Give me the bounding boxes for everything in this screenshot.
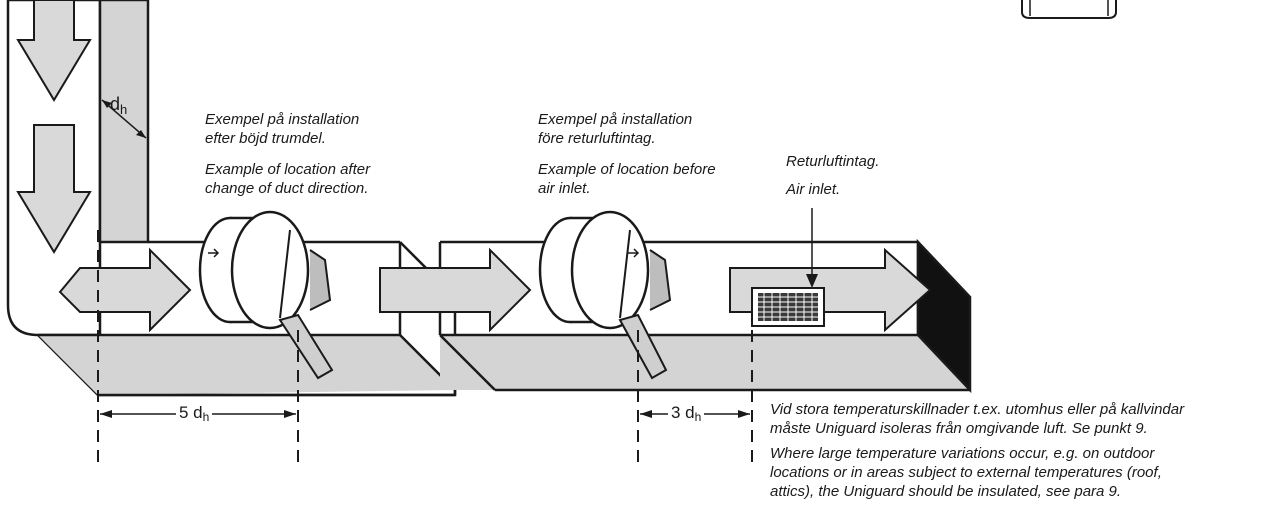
dimension-label-5dh: 5 dh xyxy=(176,403,213,427)
duct-diameter-label: dh xyxy=(110,94,128,117)
right-arrow-icon xyxy=(379,247,532,333)
partial-device-icon xyxy=(1021,0,1117,19)
caption-before-inlet-en: Example of location before air inlet. xyxy=(538,161,716,197)
duct-outlet xyxy=(916,238,972,394)
caption-bend-sv: Exempel på installation efter böjd trumd… xyxy=(205,111,360,147)
note-insulation-en: Where large temperature variations occur… xyxy=(770,445,1162,500)
down-arrow-icon xyxy=(16,0,92,102)
down-arrow-icon xyxy=(16,124,92,254)
dh-measure-line xyxy=(101,99,147,139)
uniguard-unit xyxy=(198,210,334,380)
return-air-grille xyxy=(751,287,825,327)
dashed-reference-lines xyxy=(97,230,753,470)
inlet-leader-arrow xyxy=(806,208,818,288)
caption-bend-en: Example of location after change of duct… xyxy=(205,161,371,197)
uniguard-unit xyxy=(538,210,672,380)
caption-before-inlet-sv: Exempel på installation före returluftin… xyxy=(538,111,693,147)
caption-inlet-sv: Returluftintag. xyxy=(786,153,880,170)
right-arrow-icon xyxy=(58,247,192,333)
horizontal-duct-section-2 xyxy=(438,240,970,392)
caption-inlet-en: Air inlet. xyxy=(786,181,841,198)
dimension-label-3dh: 3 dh xyxy=(668,403,705,427)
note-insulation-sv: Vid stora temperaturskillnader t.ex. uto… xyxy=(770,401,1185,437)
